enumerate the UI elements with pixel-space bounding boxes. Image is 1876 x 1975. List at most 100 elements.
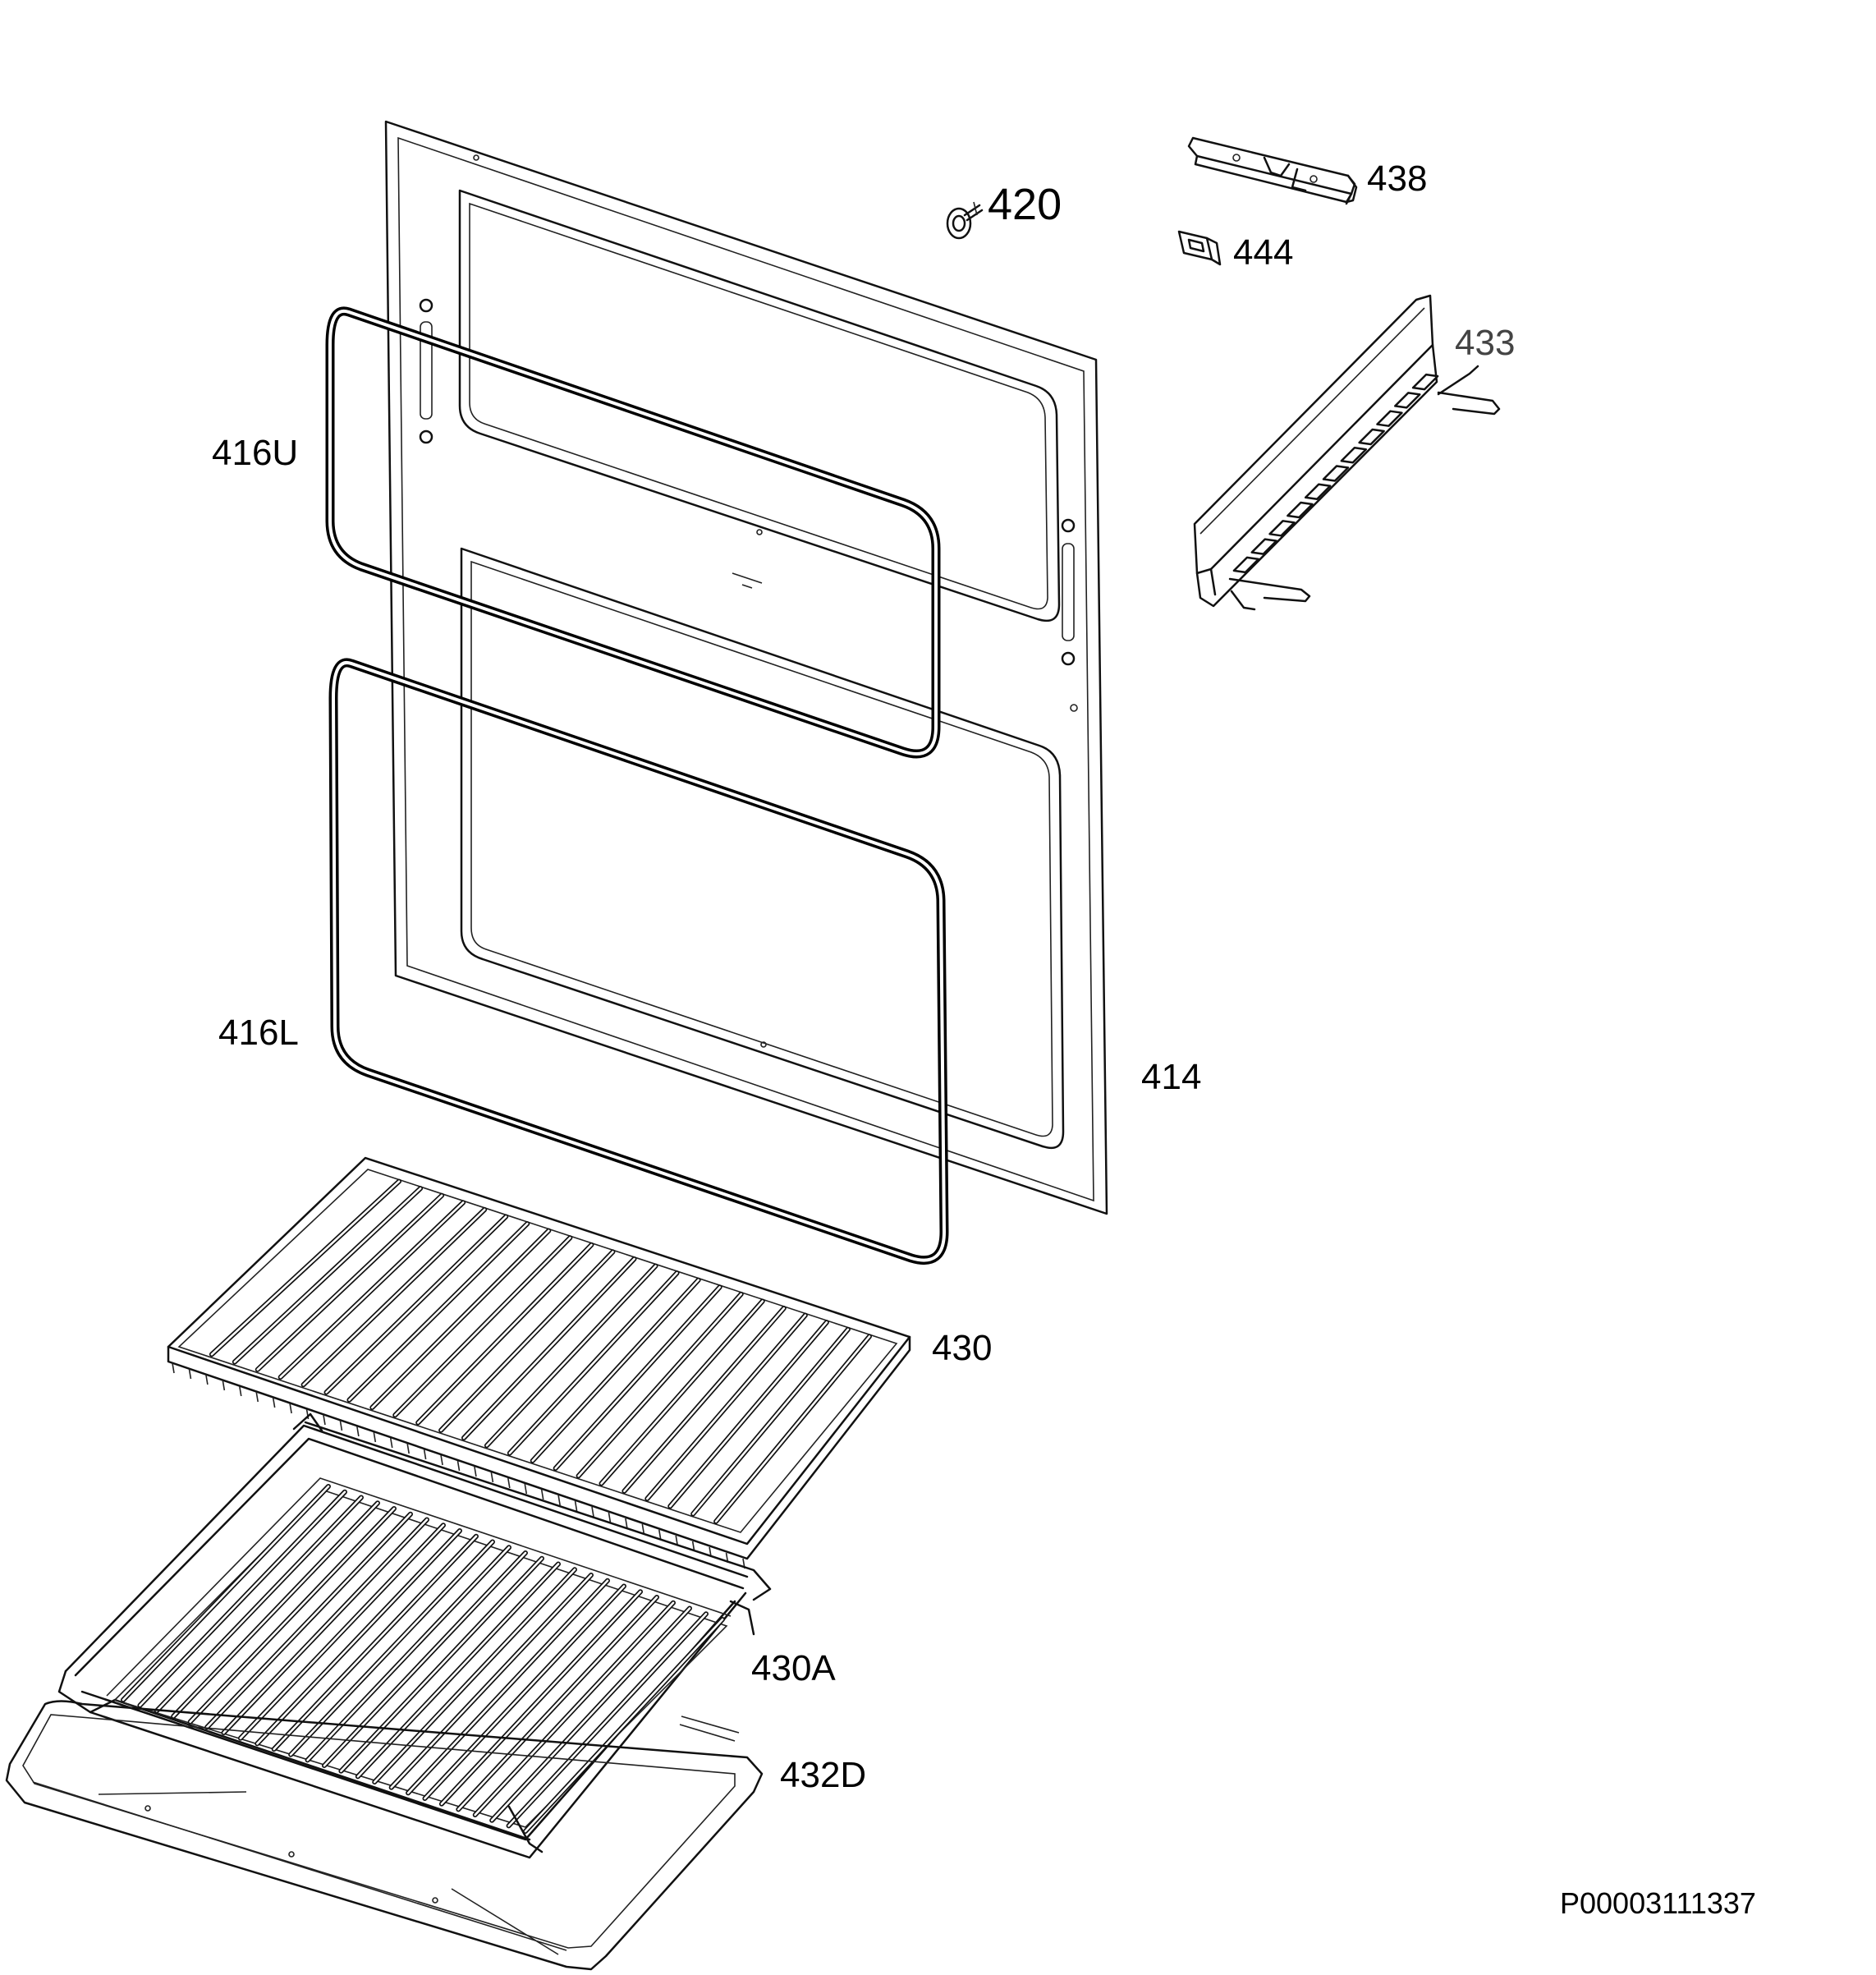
shelf-tooth — [658, 1529, 662, 1541]
shelf-tooth — [574, 1500, 578, 1512]
rack-rod-highlight — [289, 1541, 494, 1756]
oven-front-panel-414 — [384, 120, 1108, 1215]
shelf-tooth — [641, 1523, 645, 1535]
shelf-rod-highlight — [600, 1300, 764, 1485]
rack-rod-highlight — [139, 1490, 346, 1706]
rack-rod-highlight — [507, 1612, 708, 1827]
runner-slot — [1268, 520, 1296, 537]
shelf-runner-433 — [1193, 294, 1501, 611]
label-433: 433 — [1455, 323, 1516, 363]
shelf-rod-highlight — [439, 1251, 614, 1432]
label-414: 414 — [1141, 1057, 1202, 1097]
shelf-tooth — [608, 1512, 612, 1523]
lower-door-gasket-416L — [328, 658, 949, 1265]
shelf-rod-highlight — [577, 1293, 743, 1477]
label-438: 438 — [1367, 158, 1428, 199]
shelf-rod-highlight — [256, 1194, 443, 1371]
label-444: 444 — [1233, 232, 1294, 273]
label-430: 430 — [932, 1328, 993, 1368]
rack-rod-highlight — [373, 1568, 576, 1784]
rack-rod-highlight — [524, 1618, 724, 1833]
diagram-code: P00003111337 — [1560, 1886, 1756, 1920]
label-430A: 430A — [751, 1648, 836, 1688]
screw-420 — [946, 201, 984, 240]
shelf-tooth — [172, 1362, 175, 1374]
wire-shelf-430-teeth — [172, 1362, 745, 1569]
label-416L: 416L — [218, 1013, 299, 1053]
shelf-runner-433-slots — [1232, 373, 1439, 574]
shelf-tooth — [490, 1472, 494, 1483]
shelf-tooth — [406, 1443, 410, 1454]
runner-slot — [1250, 538, 1277, 555]
shelf-rod-highlight — [233, 1187, 422, 1363]
grill-rack-430A-rods — [121, 1484, 725, 1834]
rack-rod-highlight — [306, 1546, 511, 1761]
rack-rod-highlight — [406, 1579, 609, 1794]
rack-rod-highlight — [323, 1551, 527, 1767]
shelf-tooth — [557, 1495, 561, 1506]
rack-rod-highlight — [340, 1557, 544, 1772]
shelf-rod-highlight — [485, 1265, 657, 1447]
shelf-tooth — [222, 1380, 226, 1391]
shelf-rod-highlight — [371, 1229, 550, 1409]
label-420: 420 — [988, 180, 1062, 229]
rack-rod-highlight — [205, 1513, 412, 1729]
shelf-rod-highlight — [348, 1222, 529, 1402]
shelf-tooth — [507, 1477, 511, 1489]
shelf-tooth — [524, 1483, 528, 1495]
rack-rod-highlight — [356, 1563, 560, 1778]
shelf-tooth — [356, 1426, 360, 1437]
runner-slot — [1376, 410, 1403, 427]
shelf-rod-highlight — [691, 1328, 850, 1515]
runner-slot — [1232, 556, 1260, 574]
runner-slot — [1394, 392, 1421, 409]
rack-rod-highlight — [440, 1590, 642, 1805]
runner-slot — [1322, 465, 1350, 482]
shelf-tooth — [373, 1431, 377, 1443]
shelf-tooth — [423, 1449, 427, 1460]
shelf-rod-highlight — [623, 1307, 786, 1493]
wire-shelf-430 — [167, 1156, 911, 1569]
shelf-tooth — [540, 1489, 544, 1500]
shelf-tooth — [456, 1460, 461, 1472]
label-416U: 416U — [212, 433, 299, 473]
shelf-tooth — [289, 1403, 292, 1414]
shelf-rod-highlight — [416, 1243, 593, 1424]
shelf-tooth — [339, 1420, 343, 1431]
shelf-rod-highlight — [646, 1314, 807, 1500]
shelf-rod-highlight — [210, 1180, 401, 1356]
shelf-tooth — [272, 1397, 276, 1408]
rack-rod-highlight — [474, 1601, 675, 1817]
shelf-tooth — [188, 1368, 192, 1380]
rack-rod-highlight — [390, 1573, 593, 1789]
shelf-rod-highlight — [508, 1271, 678, 1454]
runner-slot — [1411, 373, 1439, 391]
rack-rod-highlight — [122, 1485, 330, 1702]
rack-rod-highlight — [172, 1501, 379, 1718]
shelf-rod-highlight — [325, 1215, 507, 1394]
rack-rod-highlight — [457, 1596, 658, 1811]
rack-rod-highlight — [239, 1523, 445, 1739]
shelf-rod-highlight — [554, 1286, 721, 1470]
runner-slot — [1304, 483, 1332, 501]
shelf-rod-highlight — [531, 1279, 699, 1463]
shelf-rod-highlight — [302, 1208, 486, 1386]
shelf-tooth — [205, 1374, 209, 1385]
shelf-tooth — [389, 1437, 393, 1449]
shelf-rod-highlight — [462, 1257, 635, 1440]
wire-shelf-430-rods — [209, 1178, 872, 1524]
rack-rod-highlight — [273, 1535, 478, 1751]
clip-444 — [1177, 230, 1222, 266]
shelf-tooth — [625, 1518, 628, 1529]
rack-rod-highlight — [424, 1585, 626, 1800]
shelf-rod-highlight — [668, 1320, 828, 1508]
label-432D: 432D — [780, 1755, 867, 1795]
runner-slot — [1287, 501, 1314, 519]
upper-door-gasket-416U — [325, 306, 941, 759]
shelf-tooth — [255, 1391, 259, 1403]
hinge-bracket-438 — [1187, 136, 1358, 205]
shelf-rod-highlight — [279, 1201, 465, 1379]
shelf-tooth — [238, 1385, 242, 1397]
grill-rack-430A — [57, 1412, 772, 1859]
